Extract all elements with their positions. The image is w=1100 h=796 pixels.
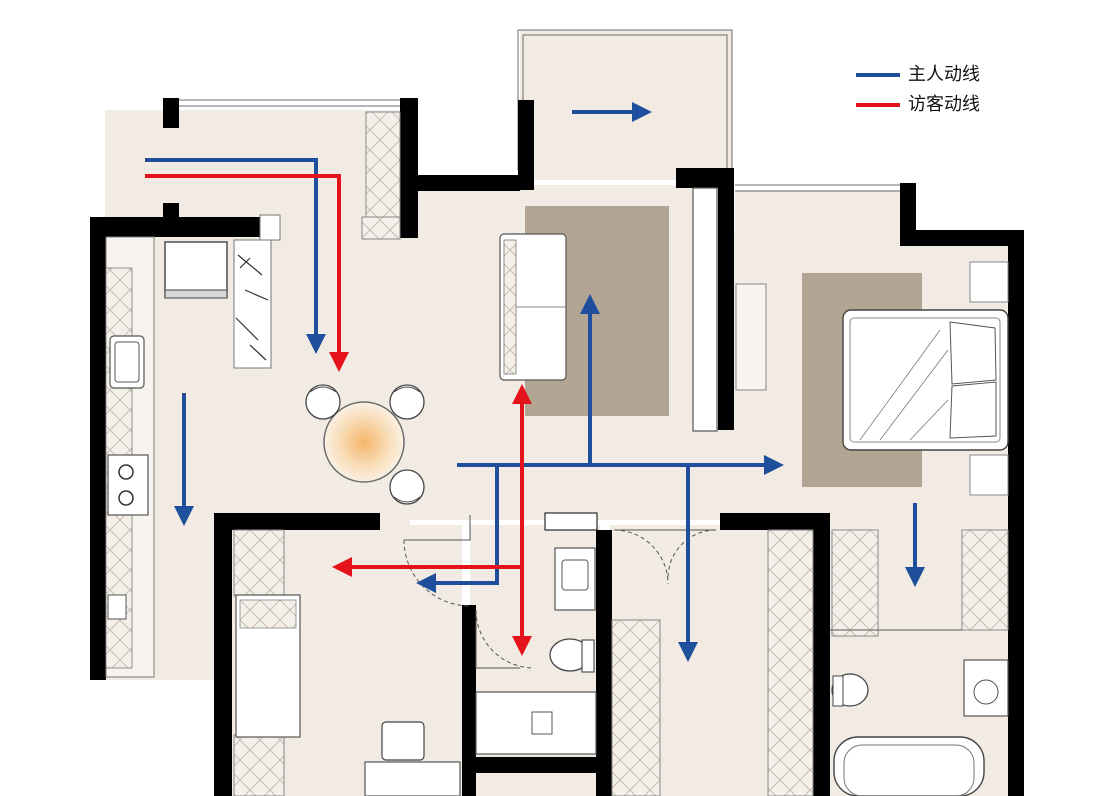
guest-route-entry (145, 174, 349, 372)
master-bed (735, 261, 1009, 496)
balcony-top-floor (520, 30, 732, 180)
study-furniture (235, 594, 461, 796)
legend-host-swatch (856, 73, 900, 77)
legend-item-host: 主人动线 (856, 60, 1056, 90)
sofa (499, 233, 567, 381)
legend-host-label: 主人动线 (908, 64, 980, 85)
bedroom-balcony-floor (735, 190, 905, 235)
host-route-study (416, 465, 499, 593)
legend-guest-swatch (856, 103, 900, 107)
tv-cabinet (692, 187, 718, 432)
storage-cabinets (233, 111, 1009, 796)
legend-guest-label: 访客动线 (908, 94, 980, 115)
walls (90, 98, 1024, 796)
cooktop (107, 454, 149, 516)
kitchen-sink (109, 335, 145, 389)
guest-route (145, 174, 532, 656)
host-route (145, 102, 925, 662)
marble-island (233, 239, 272, 369)
bathroom-fixtures (475, 547, 1009, 796)
route-legend: 主人动线 访客动线 (856, 60, 1056, 120)
host-route-entry (145, 158, 326, 354)
refrigerator (164, 241, 228, 298)
kitchen-counter (105, 214, 281, 678)
legend-item-guest: 访客动线 (856, 90, 1056, 120)
dining-set (305, 384, 425, 505)
